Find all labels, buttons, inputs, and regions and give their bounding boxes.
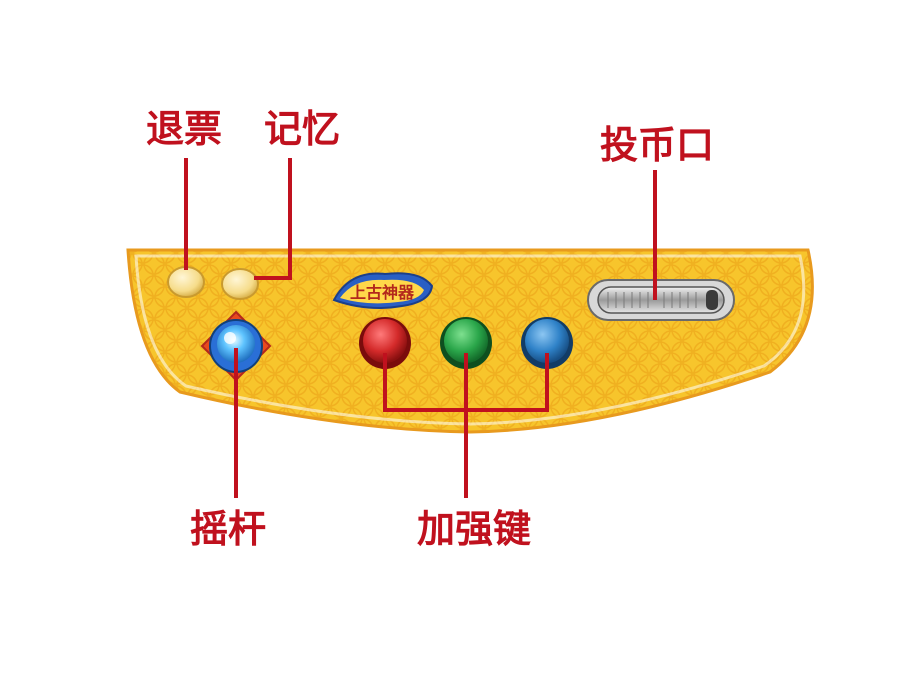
joystick-label: 摇杆 <box>190 507 267 551</box>
joystick[interactable] <box>200 310 272 382</box>
callout-lines <box>184 158 657 498</box>
refund-button[interactable] <box>167 266 205 298</box>
red-boost-button[interactable] <box>359 317 411 369</box>
memory-button[interactable] <box>221 268 259 300</box>
coin-slot[interactable] <box>587 279 735 321</box>
green-boost-button[interactable] <box>440 317 492 369</box>
logo-text: 上古神器 <box>350 283 415 302</box>
boost-keys-label: 加强键 <box>417 507 532 551</box>
panel-inner-border <box>134 254 806 426</box>
blue-boost-button[interactable] <box>521 317 573 369</box>
logo-icon: 上古神器 <box>332 272 434 309</box>
memory-callout-line <box>254 158 292 280</box>
memory-label: 记忆 <box>264 107 341 151</box>
coin-slot-label: 投币口 <box>600 123 715 167</box>
refund-label: 退票 <box>146 107 223 151</box>
